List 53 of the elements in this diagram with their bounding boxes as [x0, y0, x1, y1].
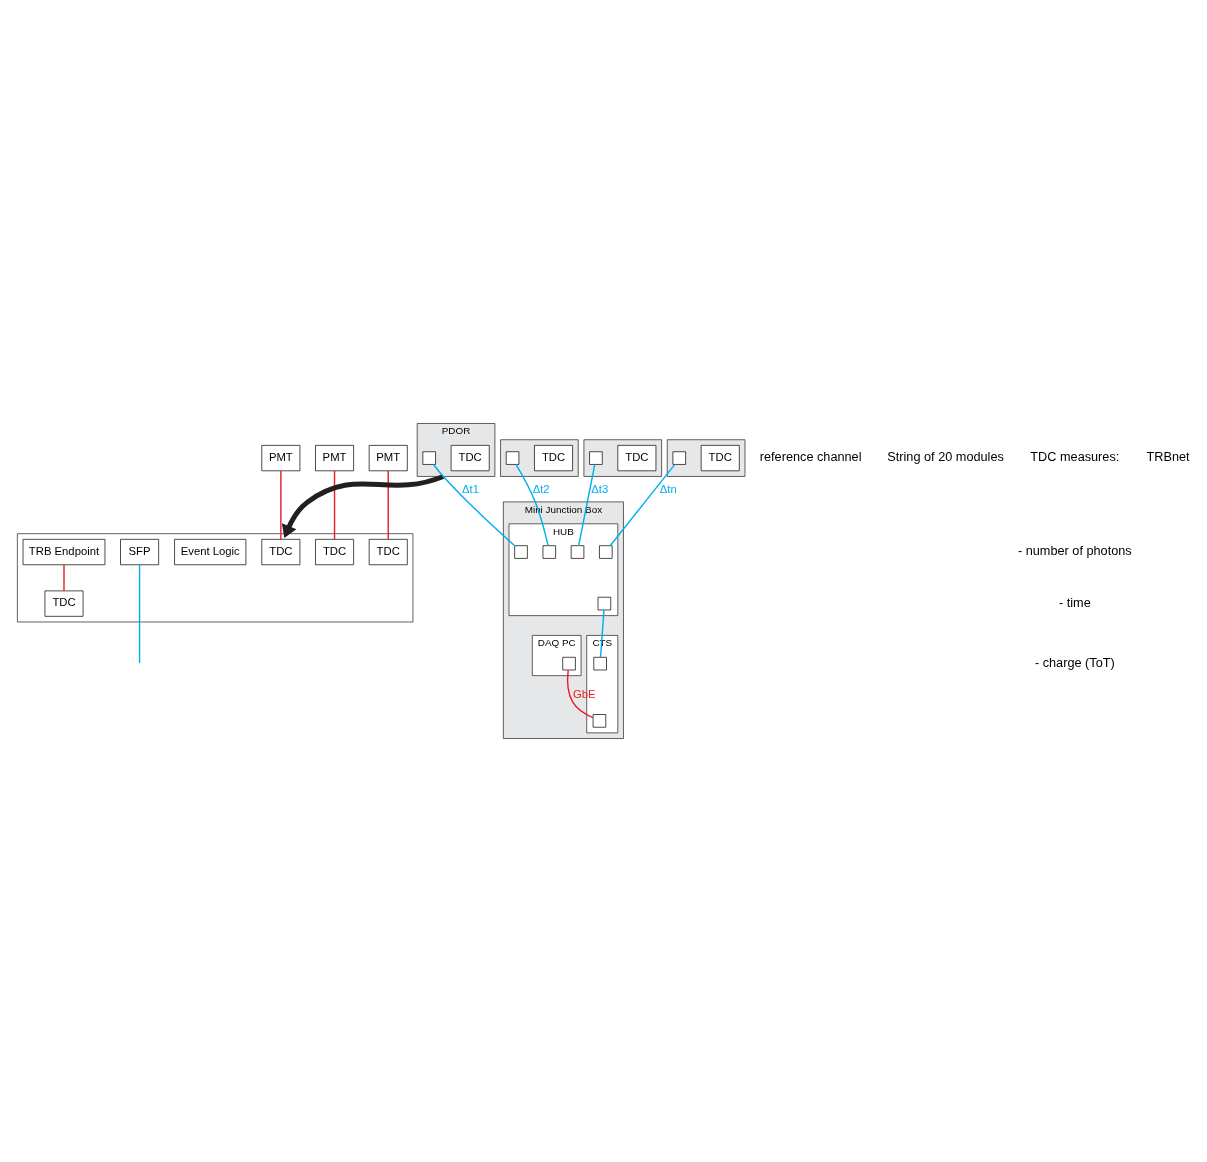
node-box: TRB Endpoint: [22, 538, 106, 566]
cluster: [666, 439, 746, 477]
connector: [432, 463, 516, 547]
label: String of 20 modules: [887, 449, 1004, 465]
label: reference channel: [759, 449, 862, 465]
cluster: [500, 439, 579, 477]
node-box: [570, 545, 585, 559]
label: - charge (ToT): [1034, 654, 1115, 670]
connector: [599, 609, 605, 658]
node-box: TDC: [617, 445, 657, 472]
connector: [63, 564, 65, 592]
edge-label: GbE: [572, 688, 596, 701]
node-box: PMT: [261, 445, 301, 472]
cluster: HUB: [508, 523, 619, 616]
edge-label: Δt2: [532, 482, 550, 495]
node-box: [597, 596, 612, 611]
node-box: [599, 545, 613, 559]
label: - time: [1058, 594, 1091, 610]
node-box: [589, 451, 603, 465]
connector: [578, 463, 596, 547]
node-box: TDC: [315, 538, 354, 566]
cluster: [17, 533, 414, 623]
cluster: [583, 439, 662, 477]
node-box: PMT: [368, 445, 408, 472]
node-box: [422, 451, 436, 465]
arrow: [281, 474, 445, 539]
node-box: SFP: [120, 538, 159, 566]
node-box: TDC: [450, 445, 490, 472]
connector: [333, 470, 336, 540]
edge-label: Δtn: [659, 482, 677, 495]
label: - number of photons: [1017, 543, 1132, 559]
node-box: [505, 451, 520, 465]
cluster: DAQ PC: [531, 635, 582, 676]
connector: [280, 470, 282, 540]
connector: [387, 470, 389, 540]
node-box: [593, 656, 607, 671]
edge-label: Δt1: [462, 482, 480, 495]
node-box: TDC: [700, 445, 740, 472]
label: TDC measures:: [1030, 449, 1120, 465]
label: TRBnet: [1146, 449, 1190, 465]
node-box: [562, 656, 576, 671]
node-box: TDC: [534, 445, 573, 472]
node-box: [672, 451, 686, 465]
node-box: PMT: [315, 445, 354, 472]
connector: [138, 564, 141, 664]
node-box: Event Logic: [174, 538, 247, 566]
node-box: [542, 545, 556, 559]
node-box: [514, 545, 528, 559]
edge-label: Δt3: [591, 482, 609, 495]
node-box: TDC: [44, 590, 84, 617]
node-box: TDC: [261, 538, 301, 566]
node-box: [592, 714, 607, 728]
node-box: TDC: [368, 538, 408, 566]
